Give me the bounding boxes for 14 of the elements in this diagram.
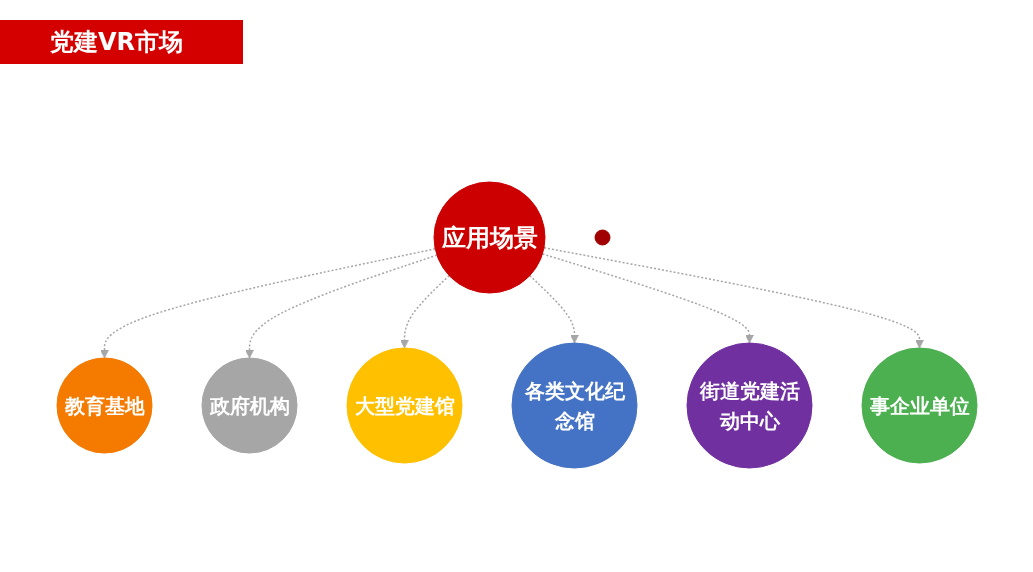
arrow (99, 248, 436, 359)
node-circle: 事企业单位 (861, 347, 977, 464)
arrow (542, 246, 924, 349)
node-circle (594, 229, 610, 246)
node-circle: 街道党建活动中心 (686, 342, 812, 469)
title-banner: 党建VR市场 (0, 20, 244, 64)
arrow (244, 254, 438, 359)
node-circle: 各类文化纪念馆 (511, 342, 637, 469)
arrow (541, 253, 754, 344)
node-circle: 应用场景 (433, 181, 545, 294)
node-circle: 教育基地 (56, 357, 152, 454)
node-circle: 大型党建馆 (346, 347, 462, 464)
node-circle: 政府机构 (201, 357, 297, 454)
arrow (528, 274, 579, 344)
